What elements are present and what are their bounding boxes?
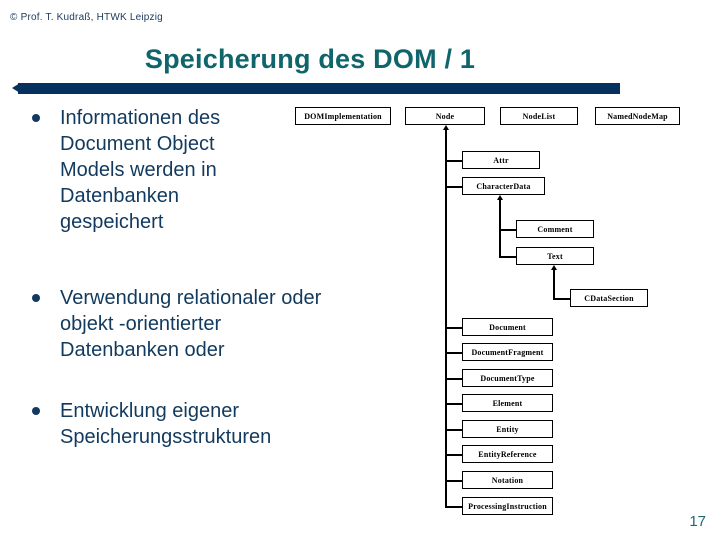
connector-node-entity (445, 429, 462, 431)
connector-characterdata-text (499, 256, 516, 258)
inheritance-arrow-text-icon (551, 265, 557, 270)
bullet-marker-icon (32, 114, 40, 122)
connector-node-trunk (445, 130, 447, 507)
class-box-cdatasection[interactable]: CDataSection (570, 289, 648, 307)
class-box-nodelist[interactable]: NodeList (500, 107, 578, 125)
connector-node-characterdata (445, 186, 462, 188)
class-box-characterdata[interactable]: CharacterData (462, 177, 545, 195)
bullet-text-3: Entwicklung eigener Speicherungsstruktur… (60, 400, 272, 448)
class-box-domimplementation[interactable]: DOMImplementation (295, 107, 391, 125)
connector-node-documentfragment (445, 352, 462, 354)
class-box-processinginstruction[interactable]: ProcessingInstruction (462, 497, 553, 515)
class-box-documenttype[interactable]: DocumentType (462, 369, 553, 387)
class-box-element[interactable]: Element (462, 394, 553, 412)
bullet-marker-icon (32, 407, 40, 415)
connector-characterdata-trunk (499, 200, 501, 257)
connector-node-document (445, 327, 462, 329)
bullet-item-3: Entwicklung eigener Speicherungsstruktur… (32, 398, 342, 450)
class-box-entity[interactable]: Entity (462, 420, 553, 438)
bullet-text-2: Verwendung relationaler oder objekt -ori… (60, 287, 322, 361)
connector-node-element (445, 403, 462, 405)
bullet-item-1: Informationen des Document Object Models… (32, 105, 282, 235)
class-box-text[interactable]: Text (516, 247, 594, 265)
class-box-attr[interactable]: Attr (462, 151, 540, 169)
class-box-comment[interactable]: Comment (516, 220, 594, 238)
connector-node-processinginstruction (445, 506, 462, 508)
connector-node-notation (445, 480, 462, 482)
bullet-item-2: Verwendung relationaler oder objekt -ori… (32, 285, 332, 363)
inheritance-arrow-characterdata-icon (497, 195, 503, 200)
class-box-notation[interactable]: Notation (462, 471, 553, 489)
class-box-document[interactable]: Document (462, 318, 553, 336)
connector-node-entityreference (445, 454, 462, 456)
copyright-credit: ©Prof. T. Kudraß, HTWK Leipzig (10, 12, 163, 23)
class-box-node[interactable]: Node (405, 107, 485, 125)
page-title: Speicherung des DOM / 1 (144, 44, 476, 74)
connector-characterdata-comment (499, 229, 516, 231)
credit-text: Prof. T. Kudraß, HTWK Leipzig (20, 12, 163, 23)
bullet-text-1: Informationen des Document Object Models… (60, 107, 221, 233)
class-box-documentfragment[interactable]: DocumentFragment (462, 343, 553, 361)
class-box-namednodemap[interactable]: NamedNodeMap (595, 107, 680, 125)
connector-node-attr (445, 160, 462, 162)
connector-text-cdatasection (553, 298, 570, 300)
connector-text-trunk (553, 270, 555, 299)
title-bar-left-cap-icon (12, 83, 20, 93)
title-underline-bar (18, 83, 620, 94)
class-box-entityreference[interactable]: EntityReference (462, 445, 553, 463)
copyright-icon: © (10, 12, 18, 23)
inheritance-arrow-node-icon (443, 125, 449, 130)
connector-node-documenttype (445, 378, 462, 380)
page-number: 17 (689, 513, 706, 530)
bullet-marker-icon (32, 294, 40, 302)
